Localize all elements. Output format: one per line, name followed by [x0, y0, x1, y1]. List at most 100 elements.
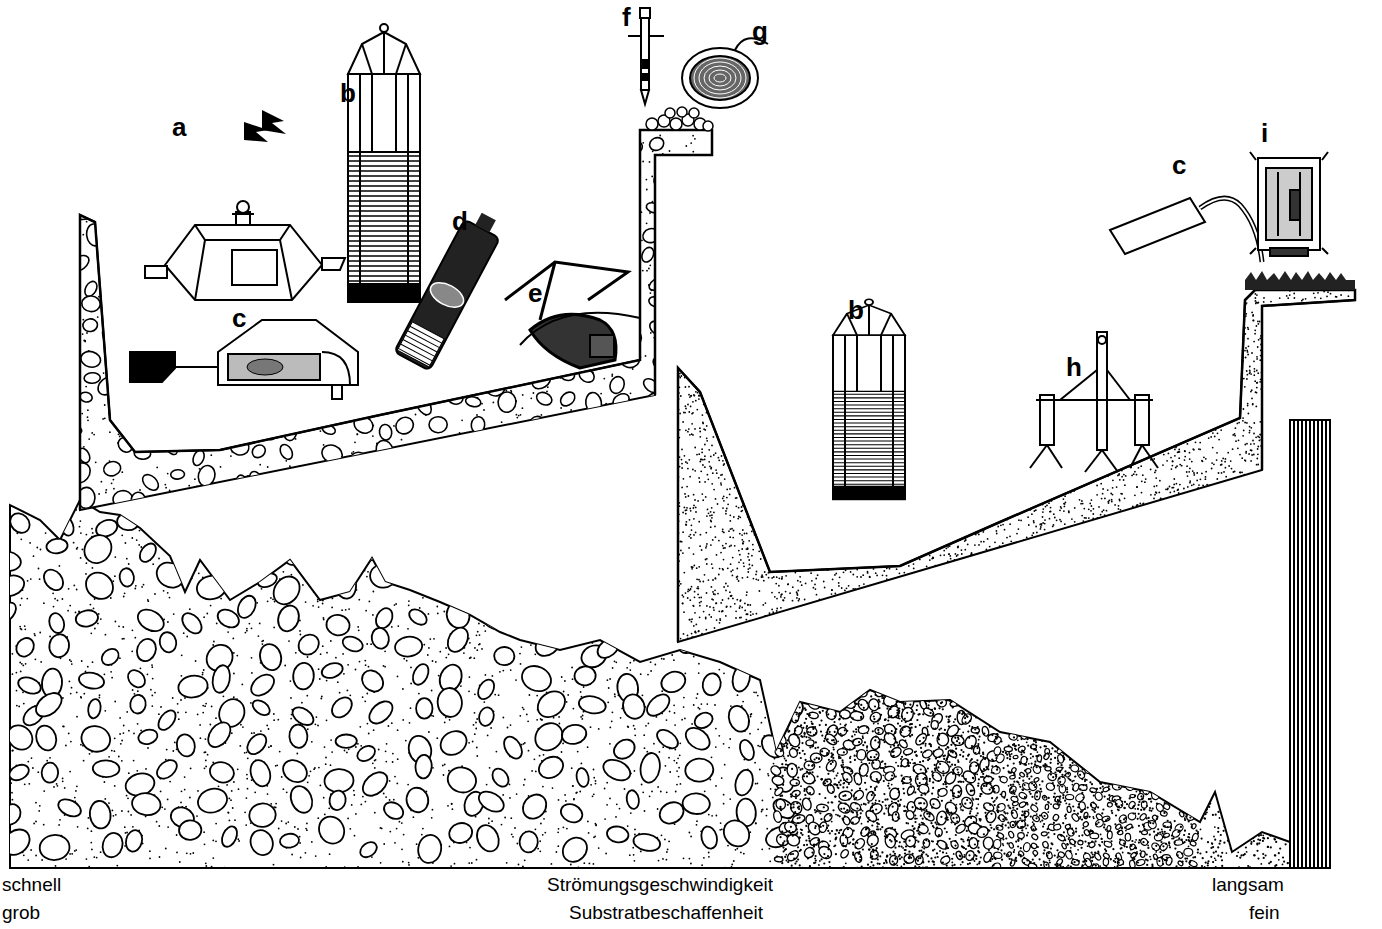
sand-dot	[1114, 713, 1116, 715]
sand-dot	[805, 646, 807, 648]
sand-dot	[959, 517, 961, 519]
sand-dot	[324, 814, 326, 816]
sand-dot	[1275, 764, 1277, 766]
sand-dot	[443, 611, 445, 613]
sand-dot	[39, 805, 41, 807]
sand-dot	[1131, 551, 1133, 553]
sand-dot	[1259, 637, 1261, 639]
sand-dot	[623, 518, 625, 520]
sand-dot	[526, 580, 528, 582]
sand-dot	[630, 569, 632, 571]
sand-dot	[571, 515, 573, 517]
sand-dot	[176, 834, 178, 836]
sand-dot	[608, 687, 610, 689]
sand-dot	[886, 657, 888, 659]
sand-dot	[545, 636, 547, 638]
sand-dot	[811, 721, 813, 723]
sand-dot	[929, 686, 931, 688]
sand-dot	[799, 671, 801, 673]
sand-dot	[450, 590, 452, 592]
sand-dot	[964, 599, 966, 601]
sand-dot	[56, 783, 58, 785]
sand-dot	[38, 568, 40, 570]
sand-dot	[721, 777, 723, 779]
sand-dot	[1239, 658, 1241, 660]
sand-dot	[347, 664, 349, 666]
sand-dot	[273, 713, 275, 715]
sand-dot	[317, 725, 319, 727]
sand-dot	[1174, 718, 1176, 720]
sand-dot	[742, 701, 744, 703]
sand-dot	[372, 614, 374, 616]
sand-dot	[593, 863, 595, 865]
sand-dot	[734, 637, 736, 639]
sand-dot	[854, 684, 856, 686]
sand-dot	[91, 830, 93, 832]
sand-dot	[99, 697, 101, 699]
sand-dot	[1279, 644, 1281, 646]
sand-dot	[346, 752, 348, 754]
sand-dot	[1178, 507, 1180, 509]
sand-dot	[662, 746, 664, 748]
sand-dot	[801, 510, 803, 512]
sand-dot	[960, 630, 962, 632]
sand-dot	[394, 842, 396, 844]
sand-dot	[1243, 500, 1245, 502]
sand-dot	[958, 573, 960, 575]
sand-dot	[676, 784, 678, 786]
sand-dot	[667, 582, 669, 584]
sand-dot	[749, 733, 751, 735]
sand-dot	[1280, 540, 1282, 542]
sand-dot	[634, 643, 636, 645]
sand-dot	[563, 691, 565, 693]
sand-dot	[1222, 731, 1224, 733]
sand-dot	[1281, 765, 1283, 767]
sand-dot	[976, 632, 978, 634]
sand-dot	[134, 637, 136, 639]
sand-dot	[1239, 738, 1241, 740]
sand-dot	[1261, 521, 1263, 523]
sand-dot	[1189, 558, 1191, 560]
sand-dot	[347, 690, 349, 692]
sand-dot	[1170, 530, 1172, 532]
sand-dot	[556, 851, 558, 853]
sand-dot	[475, 722, 477, 724]
sand-dot	[663, 658, 665, 660]
sand-dot	[384, 666, 386, 668]
sand-dot	[633, 854, 635, 856]
sand-dot	[1051, 577, 1053, 579]
sand-dot	[1273, 668, 1275, 670]
sand-dot	[748, 645, 750, 647]
sand-dot	[483, 625, 485, 627]
sand-dot	[1000, 675, 1002, 677]
sand-dot	[991, 568, 993, 570]
sand-dot	[1219, 817, 1221, 819]
sand-dot	[1239, 646, 1241, 648]
sand-dot	[493, 500, 495, 502]
sand-dot	[1183, 741, 1185, 743]
sand-dot	[224, 511, 226, 513]
sand-dot	[1007, 667, 1009, 669]
sand-dot	[886, 688, 888, 690]
sand-dot	[172, 697, 174, 699]
sand-dot	[785, 712, 787, 714]
sand-dot	[1197, 807, 1199, 809]
sand-dot	[896, 864, 898, 866]
sand-dot	[35, 855, 37, 857]
sand-dot	[543, 754, 545, 756]
sand-dot	[361, 547, 363, 549]
sand-dot	[397, 729, 399, 731]
sand-dot	[1270, 557, 1272, 559]
sand-dot	[542, 585, 544, 587]
sand-dot	[920, 542, 922, 544]
sand-dot	[196, 815, 198, 817]
sand-dot	[173, 613, 175, 615]
sand-dot	[927, 645, 929, 647]
sand-dot	[1232, 552, 1234, 554]
sand-dot	[1238, 699, 1240, 701]
sand-dot	[666, 719, 668, 721]
sand-dot	[648, 723, 650, 725]
sand-dot	[976, 557, 978, 559]
sand-dot	[24, 625, 26, 627]
sand-dot	[1153, 602, 1155, 604]
